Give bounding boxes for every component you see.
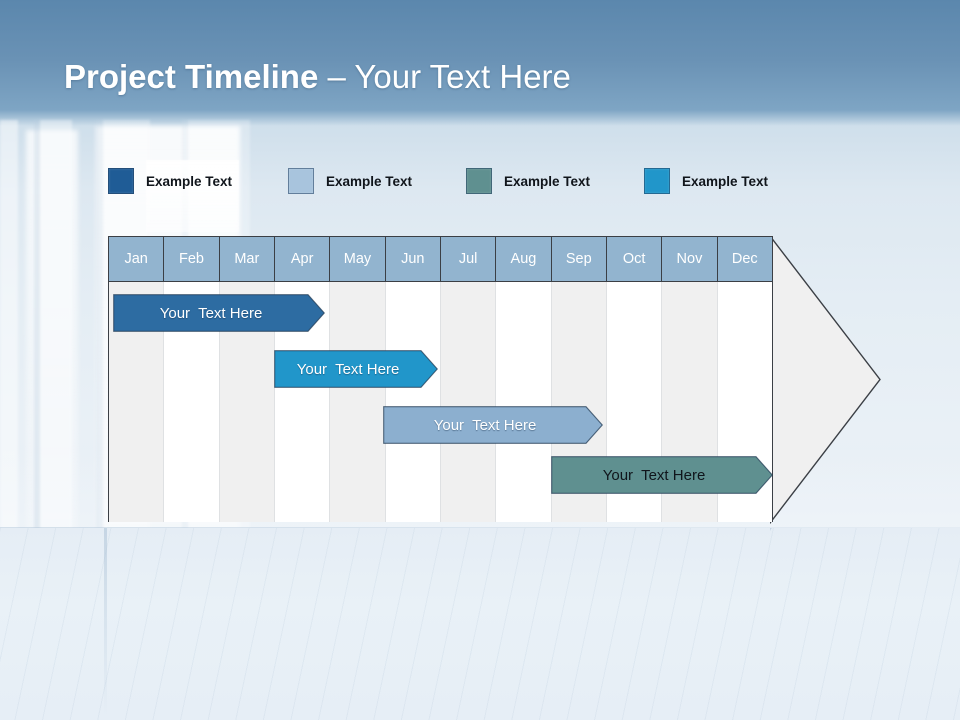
legend-item-label: Example Text bbox=[146, 173, 233, 189]
task-bar-shape bbox=[383, 406, 603, 444]
month-header-nov[interactable]: Nov bbox=[662, 237, 718, 281]
month-column-aug bbox=[496, 282, 552, 522]
month-column-jul bbox=[440, 282, 497, 522]
month-header-apr[interactable]: Apr bbox=[275, 237, 331, 281]
background-floor bbox=[0, 528, 960, 720]
task-bar-label: Your Text Here bbox=[433, 416, 537, 434]
task-bar-shape bbox=[551, 456, 773, 494]
legend-item-4[interactable]: Example Text bbox=[644, 168, 768, 194]
legend-item-label: Example Text bbox=[682, 173, 769, 189]
page-title: Project Timeline – Your Text Here bbox=[64, 58, 571, 96]
page-title-strong: Project Timeline bbox=[64, 58, 319, 95]
task-bar-label: Your Text Here bbox=[296, 360, 400, 378]
legend-swatch-icon bbox=[108, 168, 134, 194]
legend-swatch-icon bbox=[644, 168, 670, 194]
legend-item-label: Example Text bbox=[504, 173, 591, 189]
timeline-body-grid bbox=[109, 282, 772, 522]
timeline-arrowhead bbox=[770, 236, 884, 524]
task-bar-shape bbox=[113, 294, 325, 332]
page-title-light: – Your Text Here bbox=[318, 58, 571, 95]
legend-swatch-icon bbox=[288, 168, 314, 194]
legend-swatch-icon bbox=[466, 168, 492, 194]
task-bar-2[interactable]: Your Text Here bbox=[274, 350, 438, 388]
arrow-floor-reflection bbox=[770, 528, 890, 594]
month-header-mar[interactable]: Mar bbox=[220, 237, 275, 281]
month-header-dec[interactable]: Dec bbox=[731, 251, 758, 267]
timeline-arrowhead-shape bbox=[770, 236, 881, 524]
month-header-jul[interactable]: Jul bbox=[441, 237, 497, 281]
task-bar-4[interactable]: Your Text Here bbox=[551, 456, 773, 494]
legend-item-label: Example Text bbox=[326, 173, 413, 189]
month-header-feb[interactable]: Feb bbox=[164, 237, 220, 281]
month-header-jan[interactable]: Jan bbox=[109, 237, 165, 281]
task-bar-1[interactable]: Your Text Here bbox=[113, 294, 325, 332]
month-header-sep[interactable]: Sep bbox=[552, 237, 607, 281]
legend-backdrop-panel bbox=[146, 160, 239, 232]
month-header-aug[interactable]: Aug bbox=[496, 237, 552, 281]
legend-item-1[interactable]: Example Text bbox=[108, 168, 232, 194]
legend-item-2[interactable]: Example Text bbox=[288, 168, 412, 194]
legend-item-3[interactable]: Example Text bbox=[466, 168, 590, 194]
month-header-may[interactable]: May bbox=[330, 237, 386, 281]
task-bar-3[interactable]: Your Text Here bbox=[383, 406, 603, 444]
task-bar-shape bbox=[274, 350, 438, 388]
month-header-oct[interactable]: Oct bbox=[607, 237, 663, 281]
month-column-jun bbox=[385, 282, 441, 522]
task-bar-label: Your Text Here bbox=[602, 466, 706, 484]
month-header-jun[interactable]: Jun bbox=[386, 237, 441, 281]
table-floor-reflection bbox=[104, 528, 107, 718]
background-window bbox=[26, 130, 78, 530]
task-bar-label: Your Text Here bbox=[159, 304, 263, 322]
month-column-may bbox=[330, 282, 386, 522]
